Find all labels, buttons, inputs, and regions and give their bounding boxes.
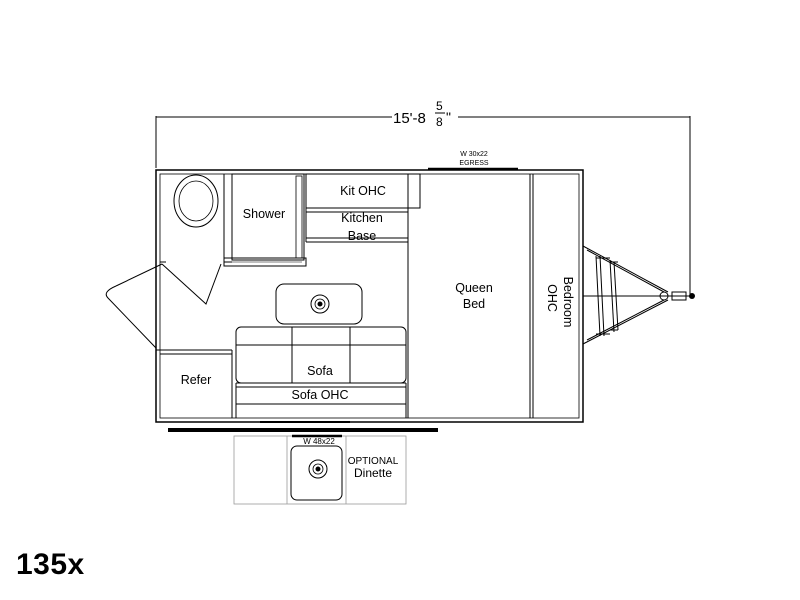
hitch-coupler [689, 293, 695, 299]
svg-text:8: 8 [436, 115, 443, 129]
svg-text:Sofa: Sofa [307, 364, 333, 378]
egress-window: W 30x22 EGRESS [428, 151, 518, 171]
optional-dinette: W 48x22 OPTIONAL Dinette [233, 434, 407, 505]
svg-text:Shower: Shower [243, 207, 285, 221]
svg-text:OPTIONAL: OPTIONAL [348, 456, 399, 467]
dimension-line [155, 116, 691, 298]
svg-text:": " [446, 109, 451, 125]
svg-text:Refer: Refer [181, 373, 212, 387]
svg-text:Base: Base [348, 229, 377, 243]
kitchen: Kit OHC Kitchen Base [305, 173, 421, 243]
bedroom-ohc: Bedroom OHC [545, 277, 575, 328]
svg-text:EGRESS: EGRESS [459, 160, 489, 167]
svg-text:Kitchen: Kitchen [341, 211, 383, 225]
svg-text:W 48x22: W 48x22 [303, 437, 335, 446]
svg-text:5: 5 [436, 99, 443, 113]
shower: Shower [223, 173, 307, 267]
svg-text:15'-8: 15'-8 [393, 110, 426, 127]
svg-text:Queen: Queen [455, 281, 493, 295]
queen-bed: Queen Bed [455, 281, 493, 311]
bathroom-door [105, 263, 222, 349]
sofa: Sofa Sofa OHC [235, 326, 407, 418]
slide-out-wall [168, 421, 438, 432]
refer: Refer [156, 349, 233, 418]
svg-text:W 30x22: W 30x22 [460, 151, 488, 158]
toilet [173, 174, 219, 228]
dimension-label: 15'-8 5 8 " [393, 99, 451, 129]
trailer-tongue [582, 245, 690, 345]
model-name: 135x [16, 548, 85, 581]
svg-text:Kit OHC: Kit OHC [340, 184, 386, 198]
svg-text:Sofa OHC: Sofa OHC [292, 388, 349, 402]
sink [275, 283, 363, 325]
bed-partition [407, 174, 534, 418]
svg-text:Dinette: Dinette [354, 466, 392, 480]
svg-text:Bed: Bed [463, 297, 485, 311]
svg-text:Bedroom: Bedroom [561, 277, 575, 328]
svg-text:OHC: OHC [545, 284, 559, 312]
bathroom-walls [160, 174, 232, 263]
